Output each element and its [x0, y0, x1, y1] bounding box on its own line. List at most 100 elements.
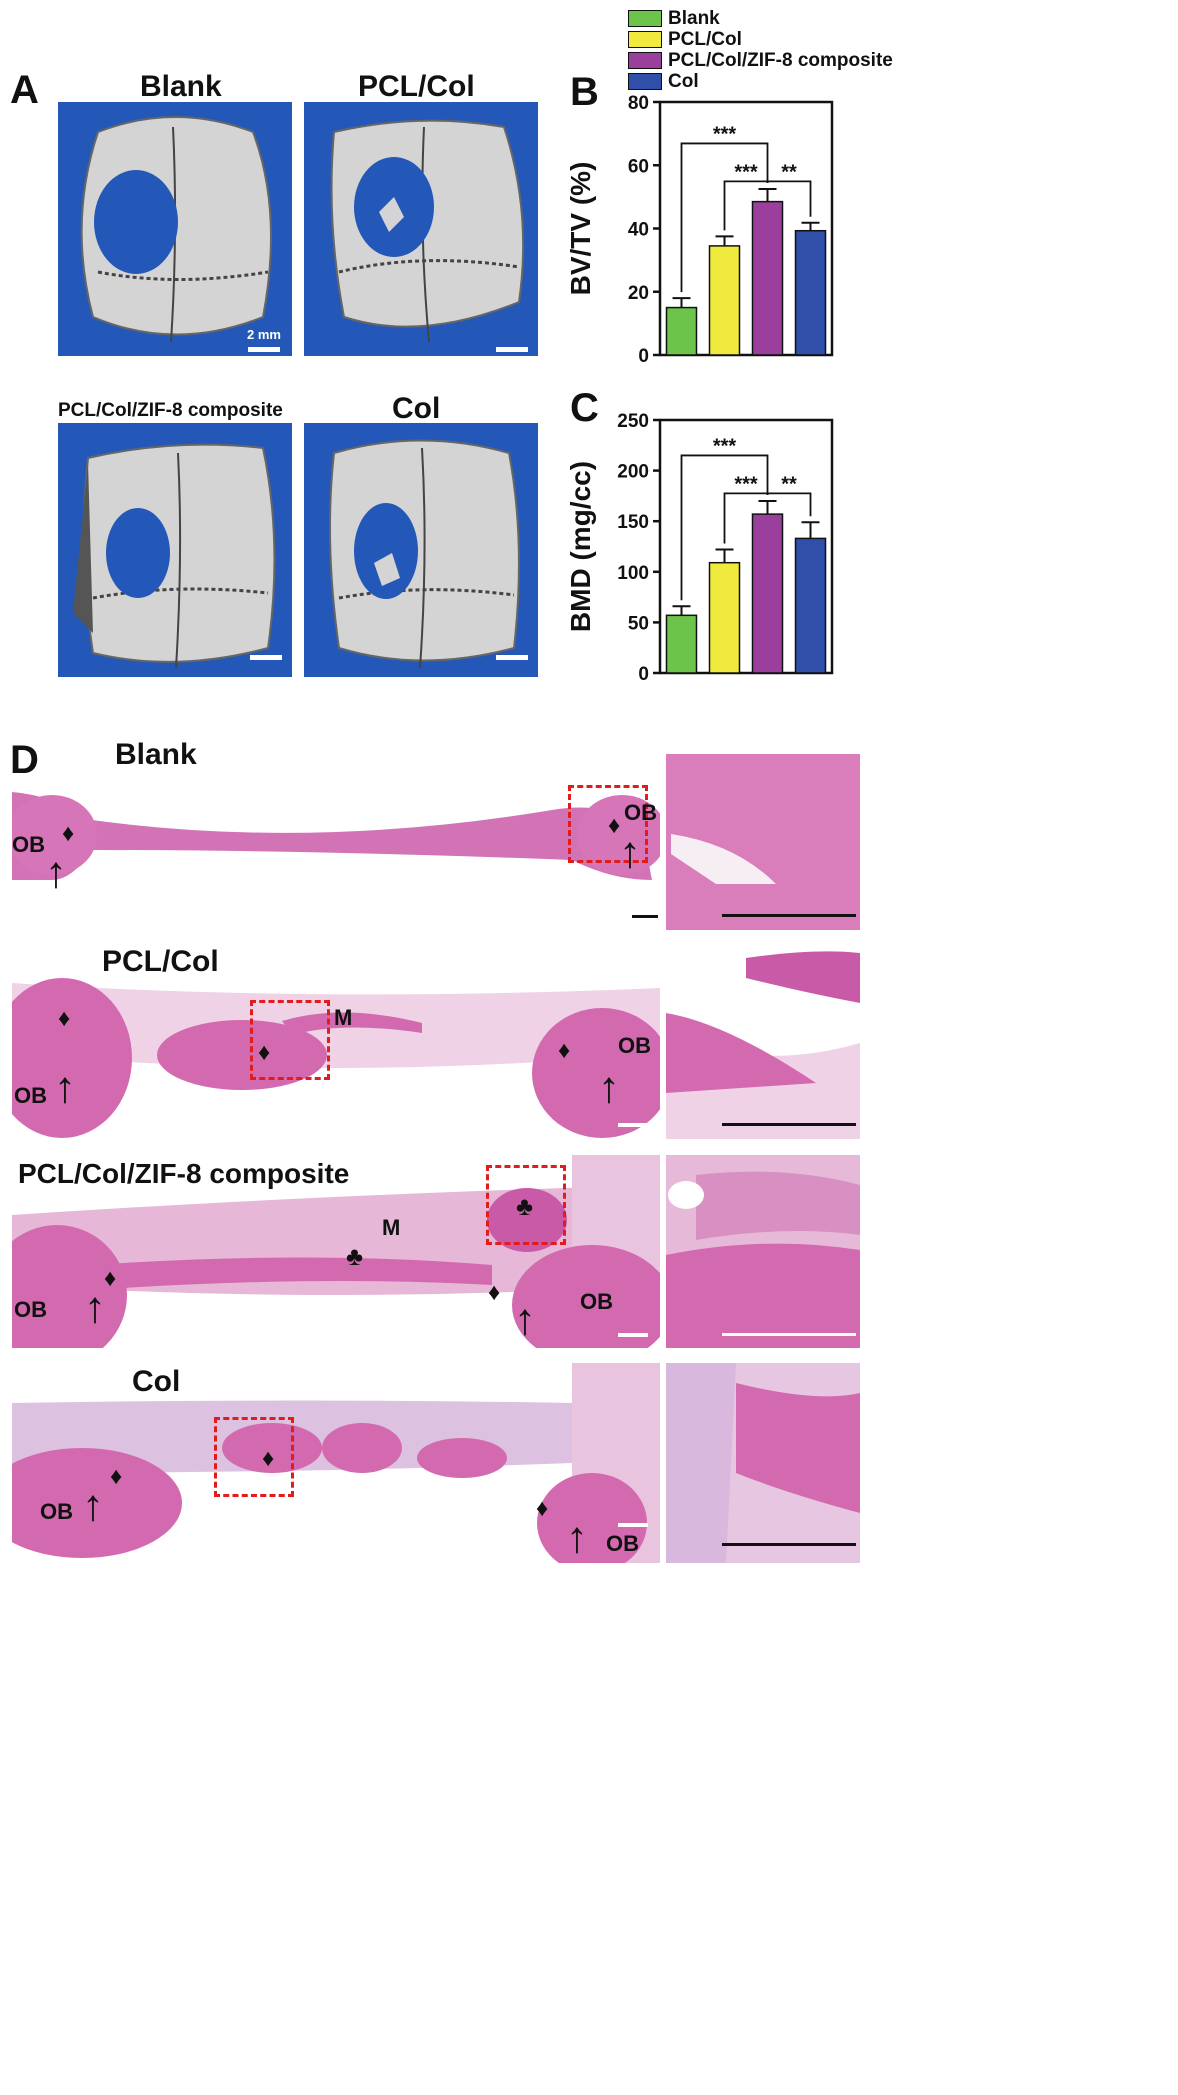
- panel-a-title-col: Col: [392, 392, 441, 425]
- ob-label: OB: [618, 1033, 651, 1058]
- roi-box: [250, 1000, 330, 1080]
- significance-label: **: [781, 161, 797, 183]
- tissue-zoom-composite: [666, 1155, 860, 1348]
- bar: [665, 306, 698, 356]
- ct-image-col: [304, 423, 538, 677]
- bar: [708, 561, 741, 674]
- histology-composite-main: OB ♦ ↑ ♣ M ♣ ♦ ↑ OB: [12, 1155, 660, 1348]
- panel-d-title-pclcol: PCL/Col: [102, 945, 219, 978]
- y-axis-label: BMD (mg/cc): [565, 461, 596, 632]
- legend-item: Col: [628, 71, 893, 92]
- skull-render-composite: [73, 443, 276, 669]
- diamond-marker: ♦: [262, 1445, 275, 1472]
- diamond-marker: ♦: [558, 1037, 571, 1064]
- significance-label: ***: [713, 123, 737, 145]
- panel-d-title-blank: Blank: [115, 738, 197, 771]
- legend-item: PCL/Col: [628, 29, 893, 50]
- scale-bar: [722, 1333, 856, 1336]
- ob-label: OB: [12, 832, 45, 857]
- arrow-marker: ↑: [54, 1063, 76, 1112]
- legend-item: Blank: [628, 8, 893, 29]
- legend-label: PCL/Col/ZIF-8 composite: [668, 49, 893, 71]
- histology-pclcol-main: PCL/Col OB ♦ ↑ ♦ M ♦ OB ↑: [12, 943, 660, 1139]
- club-marker: ♣: [516, 1191, 534, 1221]
- histology-composite-zoom: [666, 1155, 860, 1348]
- ob-label: OB: [580, 1289, 613, 1314]
- ob-label: OB: [606, 1531, 639, 1556]
- diamond-marker: ♦: [110, 1463, 123, 1490]
- scale-bar: [632, 915, 658, 918]
- tissue-section-col: [12, 1363, 660, 1563]
- arrow-marker: ↑: [84, 1283, 106, 1332]
- y-tick-label: 20: [628, 283, 649, 304]
- panel-a-title-composite: PCL/Col/ZIF-8 composite: [58, 400, 283, 421]
- y-tick-label: 250: [617, 411, 649, 432]
- tissue-section-pclcol: [12, 943, 660, 1139]
- ob-label: OB: [14, 1083, 47, 1108]
- significance-label: **: [781, 473, 797, 495]
- bar: [708, 245, 741, 356]
- roi-box: [568, 785, 648, 863]
- significance-label: ***: [734, 161, 758, 183]
- bar: [751, 200, 784, 356]
- skull-render-pclcol: [330, 119, 525, 343]
- y-tick-label: 80: [628, 93, 649, 114]
- legend-swatch: [628, 10, 662, 27]
- arrow-marker: ↑: [45, 848, 67, 897]
- panel-letter-c: C: [570, 386, 599, 430]
- y-tick-label: 0: [638, 664, 649, 685]
- diamond-marker: ♦: [58, 1005, 71, 1032]
- scale-bar: [250, 655, 282, 660]
- y-tick-label: 100: [617, 563, 649, 584]
- histology-blank-zoom: [666, 754, 860, 930]
- club-marker: ♣: [346, 1241, 364, 1271]
- tissue-zoom-pclcol: [666, 943, 860, 1139]
- tissue-section-composite: [12, 1155, 660, 1348]
- arrow-marker: ↑: [598, 1063, 620, 1112]
- arrow-marker: ↑: [82, 1481, 104, 1530]
- scale-bar: [496, 655, 528, 660]
- tissue-zoom-blank: [666, 754, 860, 930]
- panel-letter-d: D: [10, 738, 39, 782]
- significance-bracket: [766, 492, 812, 517]
- scale-bar: [618, 1123, 648, 1127]
- y-tick-label: 200: [617, 462, 649, 483]
- bar: [665, 614, 698, 674]
- ct-image-blank: 2 mm: [58, 102, 292, 356]
- ob-label: OB: [624, 800, 657, 825]
- y-tick-label: 40: [628, 220, 649, 241]
- legend-swatch: [628, 52, 662, 69]
- arrow-marker: ↑: [566, 1513, 588, 1562]
- m-label: M: [334, 1005, 353, 1030]
- legend-swatch: [628, 73, 662, 90]
- panel-a-title-blank: Blank: [140, 70, 222, 103]
- scale-bar: [496, 347, 528, 352]
- scale-bar: [618, 1333, 648, 1337]
- skull-render-col: [329, 439, 520, 669]
- arrow-marker: ↑: [619, 828, 641, 877]
- diamond-marker: ♦: [536, 1495, 549, 1522]
- significance-label: ***: [734, 473, 758, 495]
- roi-box: [486, 1165, 566, 1245]
- ob-label: OB: [14, 1297, 47, 1322]
- scale-bar-label: 2 mm: [247, 327, 281, 342]
- scale-bar: [722, 914, 856, 917]
- scale-bar: [722, 1123, 856, 1126]
- y-tick-label: 150: [617, 512, 649, 533]
- ob-label: OB: [40, 1499, 73, 1524]
- m-label: M: [382, 1215, 401, 1240]
- histology-col-zoom: [666, 1363, 860, 1563]
- histology-pclcol-zoom: [666, 943, 860, 1139]
- y-tick-label: 50: [628, 613, 649, 634]
- legend-swatch: [628, 31, 662, 48]
- panel-a-title-pclcol: PCL/Col: [358, 70, 475, 103]
- histology-blank-main: OB ♦ ↑ OB ♦ ↑: [12, 780, 660, 930]
- bar: [794, 229, 827, 356]
- bar: [794, 537, 827, 674]
- y-axis-label: BV/TV (%): [565, 162, 596, 296]
- histology-col-main: Col OB ♦ ↑ ♦ ♦ ↑ OB: [12, 1363, 660, 1563]
- panel-d-title-composite: PCL/Col/ZIF-8 composite: [18, 1158, 350, 1189]
- legend-label: Blank: [668, 7, 720, 29]
- diamond-marker: ♦: [62, 820, 75, 847]
